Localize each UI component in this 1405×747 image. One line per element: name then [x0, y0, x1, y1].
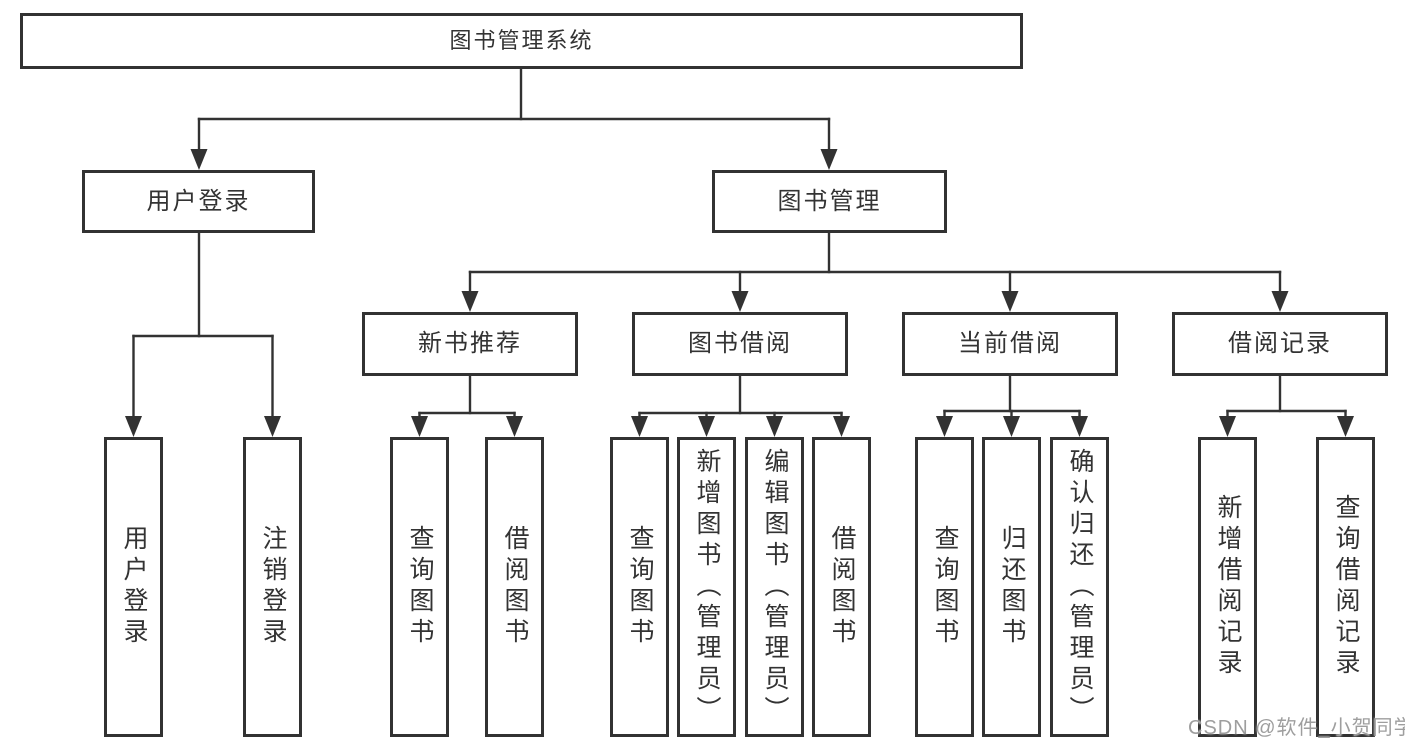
connector-book-borrowing — [631, 374, 850, 437]
node-add-borrow-record: 新增借阅记录 — [1198, 437, 1257, 737]
node-current-borrowing-label: 当前借阅 — [958, 330, 1062, 357]
node-user-login-action: 用户登录 — [104, 437, 163, 737]
node-user-login-action-label: 用户登录 — [120, 525, 148, 649]
node-borrow-books-borrowing-label: 借阅图书 — [828, 525, 856, 649]
watermark: CSDN @软件_小贺同学 — [1188, 717, 1405, 739]
node-add-borrow-record-label: 新增借阅记录 — [1214, 494, 1242, 680]
node-query-borrow-record: 查询借阅记录 — [1316, 437, 1375, 737]
connector-book-management — [461, 231, 1289, 312]
node-return-book: 归还图书 — [982, 437, 1041, 737]
node-book-borrowing-label: 图书借阅 — [688, 330, 792, 357]
node-confirm-return-admin: 确认归还（管理员） — [1050, 437, 1109, 737]
node-book-management: 图书管理 — [712, 170, 947, 233]
node-confirm-return-admin-label: 确认归还（管理员） — [1066, 447, 1094, 727]
node-edit-book-admin: 编辑图书（管理员） — [745, 437, 804, 737]
connector-root — [190, 67, 838, 170]
node-current-borrowing: 当前借阅 — [902, 312, 1118, 376]
node-return-book-label: 归还图书 — [998, 525, 1026, 649]
node-user-login-label: 用户登录 — [146, 187, 251, 215]
connector-borrowing-records — [1219, 374, 1354, 437]
node-borrowing-records-label: 借阅记录 — [1228, 330, 1332, 357]
connector-new-book-recommendation — [411, 374, 523, 437]
node-query-books-current-label: 查询图书 — [931, 525, 959, 649]
node-logout-action: 注销登录 — [243, 437, 302, 737]
node-query-borrow-record-label: 查询借阅记录 — [1332, 494, 1360, 680]
node-query-books-current: 查询图书 — [915, 437, 974, 737]
node-edit-book-admin-label: 编辑图书（管理员） — [761, 447, 789, 727]
node-query-books-recommend-label: 查询图书 — [406, 525, 434, 649]
node-book-borrowing: 图书借阅 — [632, 312, 848, 376]
node-logout-action-label: 注销登录 — [259, 525, 287, 649]
node-borrow-books-borrowing: 借阅图书 — [812, 437, 871, 737]
node-add-book-admin: 新增图书（管理员） — [677, 437, 736, 737]
connector-current-borrowing — [936, 374, 1088, 437]
node-borrowing-records: 借阅记录 — [1172, 312, 1388, 376]
node-book-management-label: 图书管理 — [777, 187, 882, 215]
node-query-books-recommend: 查询图书 — [390, 437, 449, 737]
node-library-system-label: 图书管理系统 — [449, 28, 594, 53]
node-new-book-recommendation: 新书推荐 — [362, 312, 578, 376]
node-add-book-admin-label: 新增图书（管理员） — [693, 447, 721, 727]
connector-user-login — [125, 231, 281, 437]
node-user-login: 用户登录 — [82, 170, 315, 233]
node-borrow-books-recommend-label: 借阅图书 — [501, 525, 529, 649]
node-library-system: 图书管理系统 — [20, 13, 1023, 69]
node-query-books-borrowing-label: 查询图书 — [626, 525, 654, 649]
node-new-book-recommendation-label: 新书推荐 — [418, 330, 522, 357]
node-borrow-books-recommend: 借阅图书 — [485, 437, 544, 737]
node-query-books-borrowing: 查询图书 — [610, 437, 669, 737]
